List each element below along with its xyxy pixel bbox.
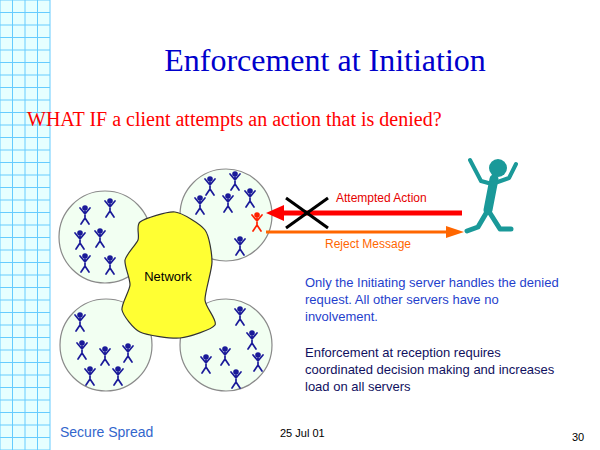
client-figure: [85, 366, 95, 385]
grid-line: [0, 212, 50, 213]
client-figure: [223, 193, 233, 212]
grid-line: [0, 287, 50, 288]
client-figure: [201, 354, 211, 373]
grid-ground: [0, 0, 50, 450]
client-figure: [235, 306, 245, 325]
grid-line: [0, 62, 50, 63]
grid-line: [0, 150, 50, 151]
grid-line: [0, 50, 50, 51]
grid-line: [0, 437, 50, 438]
grid-line: [0, 312, 50, 313]
grid-line: [0, 350, 50, 351]
client-figure: [75, 312, 85, 331]
grid-strip: [0, 0, 50, 450]
grid-line: [0, 337, 50, 338]
arrow-head: [446, 226, 464, 238]
cross-mark: [286, 198, 328, 228]
grid-line: [0, 137, 50, 138]
client-figure: [113, 366, 123, 385]
network-cloud: Network: [118, 210, 218, 342]
grid-line: [0, 0, 50, 1]
grid-line: [0, 325, 50, 326]
grid-line: [0, 262, 50, 263]
client-figure: [123, 343, 133, 362]
arrow-label: Reject Message: [325, 237, 455, 253]
grid-line: [0, 275, 50, 276]
arrow-label: Attempted Action: [336, 191, 466, 207]
grid-line: [0, 75, 50, 76]
client-figure: [195, 195, 205, 214]
client-figure: [80, 205, 90, 224]
grid-line: [0, 400, 50, 401]
client-figure: [247, 330, 257, 349]
page-number: 30: [572, 430, 596, 444]
date-text: 25 Jul 01: [280, 426, 370, 440]
reject-message-arrow: [266, 231, 446, 234]
cross-mark: [286, 198, 328, 228]
slide-title: Enforcement at Initiation: [60, 42, 590, 79]
arrow-head: [266, 205, 284, 221]
node-label: Network: [144, 269, 192, 284]
client-figure: [235, 236, 245, 255]
grid-line: [0, 300, 50, 301]
client-figure: [230, 171, 240, 190]
grid-line: [0, 237, 50, 238]
client-figure: [77, 340, 87, 359]
grid-line: [0, 175, 50, 176]
client-figure: [252, 212, 262, 231]
grid-line: [0, 250, 50, 251]
grid-line: [0, 187, 50, 188]
grid-line: [0, 425, 50, 426]
client-figure: [467, 159, 516, 231]
client-figure: [205, 176, 215, 195]
grid-line: [0, 387, 50, 388]
footer-text: Secure Spread: [60, 423, 210, 441]
client-figure: [253, 352, 263, 371]
client-figure: [75, 230, 85, 249]
grid-line: [0, 162, 50, 163]
client-figure: [105, 255, 115, 274]
client-figure: [105, 198, 115, 217]
grid-line: [0, 375, 50, 376]
grid-line: [0, 362, 50, 363]
client-figure: [100, 346, 110, 365]
note-text: Enforcement at reception requires coordi…: [305, 345, 565, 396]
server-circles: [59, 169, 272, 391]
grid-line: [0, 25, 50, 26]
grid-line: [0, 12, 50, 13]
client-figure: [220, 346, 230, 365]
question-text: WHAT IF a client attempts an action that…: [27, 106, 587, 132]
client-figure: [245, 188, 255, 207]
grid-line: [0, 225, 50, 226]
grid-line: [0, 412, 50, 413]
grid-line: [0, 200, 50, 201]
client-figure: [231, 369, 241, 388]
note-text: Only the Initiating server handles the d…: [305, 275, 575, 326]
grid-line: [0, 100, 50, 101]
grid-line: [0, 37, 50, 38]
client-figures: [75, 171, 263, 388]
client-figure: [80, 253, 90, 272]
grid-line: [0, 87, 50, 88]
client-figure: [95, 228, 105, 247]
